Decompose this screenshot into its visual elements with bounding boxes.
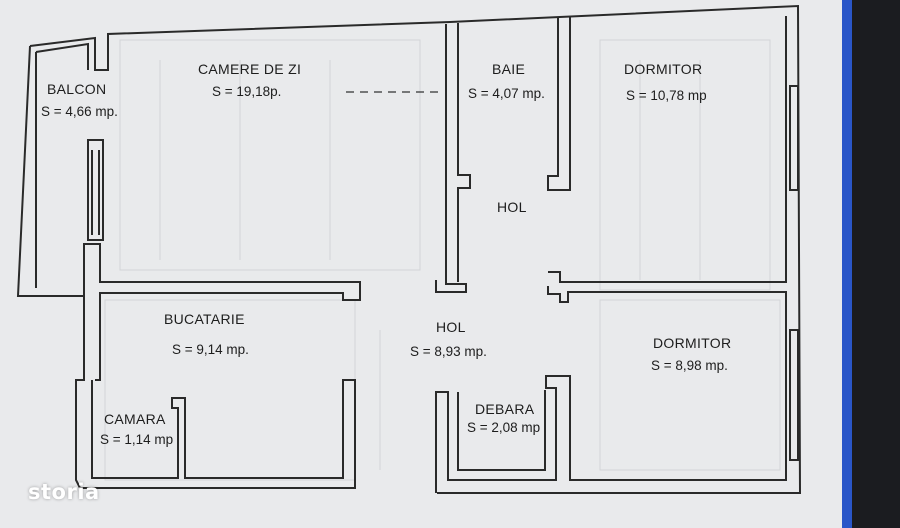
area-hol-lower: S = 8,93 mp. (410, 344, 487, 359)
area-baie: S = 4,07 mp. (468, 86, 545, 101)
label-baie: BAIE (492, 61, 525, 77)
balcony-wall (16, 45, 84, 297)
wall-dormitor-split (548, 16, 787, 283)
area-dormitor-2: S = 8,98 mp. (651, 358, 728, 373)
label-bucatarie: BUCATARIE (164, 311, 245, 327)
label-hol-lower: HOL (436, 319, 466, 335)
label-dormitor-1: DORMITOR (624, 61, 702, 77)
balcony-window (87, 139, 104, 241)
label-debara: DEBARA (475, 401, 535, 417)
label-camere-de-zi: CAMERE DE ZI (198, 61, 301, 77)
label-hol-upper: HOL (497, 199, 527, 215)
blue-edge (842, 0, 852, 528)
wall-baie-left-inner (457, 23, 471, 282)
label-camara: CAMARA (104, 411, 166, 427)
right-window-2 (789, 329, 799, 461)
label-dormitor-2: DORMITOR (653, 335, 731, 351)
area-debara: S = 2,08 mp (467, 420, 540, 435)
storia-watermark: storia (28, 480, 100, 504)
wall-living-kitchen (83, 243, 361, 381)
area-camara: S = 1,14 mp (100, 432, 173, 447)
area-balcon: S = 4,66 mp. (41, 104, 118, 119)
wall-dormitor-split-2 (435, 286, 787, 493)
label-balcon: BALCON (47, 81, 106, 97)
balcony-inner (35, 42, 89, 70)
outer-wall-top (29, 4, 802, 494)
walls (16, 4, 802, 494)
outer-wall-left (75, 296, 356, 489)
area-dormitor-1: S = 10,78 mp (626, 88, 707, 103)
area-bucatarie: S = 9,14 mp. (172, 342, 249, 357)
wall-baie-left (435, 24, 467, 293)
wall-baie-right (547, 17, 571, 191)
paper-sheet (0, 0, 848, 528)
wall-debara (457, 390, 546, 471)
right-window (789, 85, 799, 191)
area-camere-de-zi: S = 19,18p. (212, 84, 281, 99)
dark-background (852, 0, 900, 528)
